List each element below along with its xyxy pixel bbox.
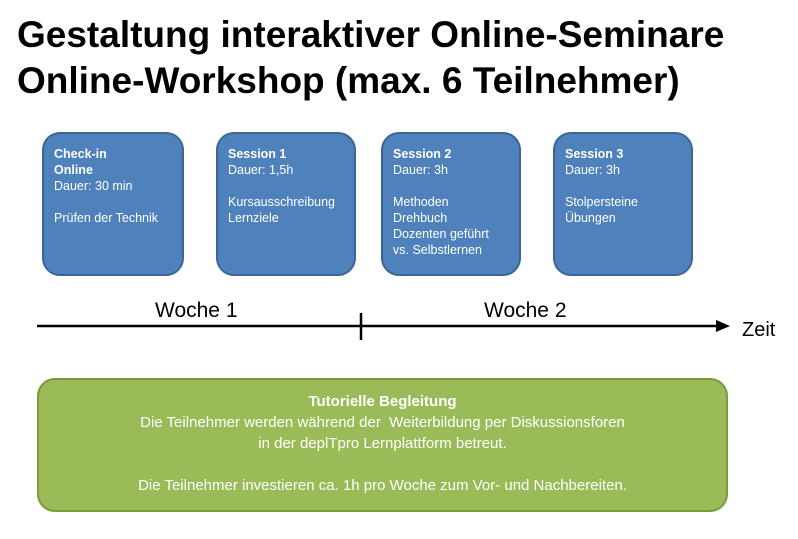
card-topic: vs. Selbstlernen bbox=[393, 243, 482, 257]
card-topic: Lernziele bbox=[228, 211, 279, 225]
week-1-label: Woche 1 bbox=[155, 299, 238, 322]
title-line-2: Online-Workshop (max. 6 Teilnehmer) bbox=[17, 60, 680, 101]
card-topic: Methoden bbox=[393, 195, 449, 209]
card-heading: Session 3 bbox=[565, 147, 624, 161]
card-duration: Dauer: 1,5h bbox=[228, 163, 294, 177]
card-heading: Session 2 bbox=[393, 147, 452, 161]
session-card-3: Session 3 Dauer: 3h Stolpersteine Übunge… bbox=[553, 132, 693, 276]
title-line-1: Gestaltung interaktiver Online-Seminare bbox=[17, 14, 725, 55]
session-card-1: Session 1 Dauer: 1,5h Kursausschreibung … bbox=[216, 132, 356, 276]
card-topic: Drehbuch bbox=[393, 211, 448, 225]
card-heading-2: Online bbox=[54, 163, 93, 177]
session-card-check-in: Check-in Online Dauer: 30 min Prüfen der… bbox=[42, 132, 184, 276]
card-heading: Session 1 bbox=[228, 147, 287, 161]
week-2-label: Woche 2 bbox=[484, 299, 567, 322]
card-duration: Dauer: 30 min bbox=[54, 179, 133, 193]
card-heading: Check-in bbox=[54, 147, 107, 161]
axis-label-zeit: Zeit bbox=[742, 319, 776, 341]
card-topic: Prüfen der Technik bbox=[54, 211, 158, 225]
support-text-3: Die Teilnehmer investieren ca. 1h pro Wo… bbox=[138, 477, 627, 494]
support-spacer bbox=[39, 454, 726, 475]
card-topic: Übungen bbox=[565, 211, 616, 225]
card-topic: Stolpersteine bbox=[565, 195, 638, 209]
card-duration: Dauer: 3h bbox=[393, 163, 448, 177]
support-text-2: in der deplTpro Lernplattform betreut. bbox=[258, 435, 507, 452]
support-box: Tutorielle Begleitung Die Teilnehmer wer… bbox=[37, 378, 728, 512]
card-duration: Dauer: 3h bbox=[565, 163, 620, 177]
support-text-1: Die Teilnehmer werden während der Weiter… bbox=[140, 414, 625, 431]
support-title: Tutorielle Begleitung bbox=[308, 393, 457, 410]
page-title: Gestaltung interaktiver Online-Seminare … bbox=[17, 12, 724, 104]
session-card-2: Session 2 Dauer: 3h Methoden Drehbuch Do… bbox=[381, 132, 521, 276]
card-topic: Kursausschreibung bbox=[228, 195, 336, 209]
timeline-arrowhead bbox=[716, 320, 730, 332]
card-topic: Dozenten geführt bbox=[393, 227, 489, 241]
